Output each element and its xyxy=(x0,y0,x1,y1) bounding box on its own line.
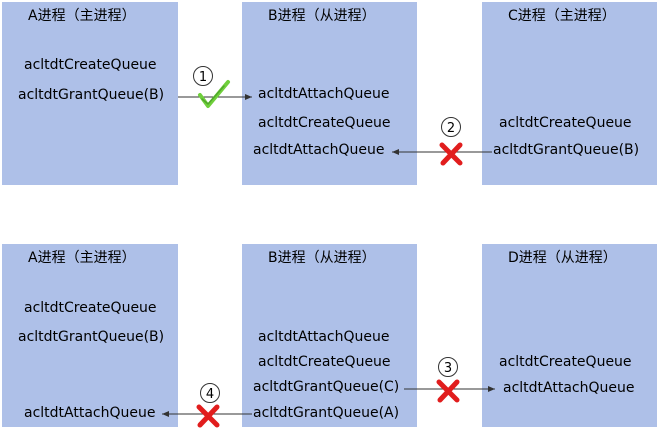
step-1-marker: 1 xyxy=(193,66,213,86)
process-b-title-2: B进程（从进程） xyxy=(268,250,376,266)
step-3-marker: 3 xyxy=(438,357,458,377)
process-b-box-1 xyxy=(242,2,417,185)
process-a-title-1: A进程（主进程） xyxy=(28,8,136,24)
process-a-box-2 xyxy=(2,244,178,427)
process-b-call-attach-2: acltdtAttachQueue xyxy=(253,142,385,158)
process-a-call-create-2: acltdtCreateQueue xyxy=(24,300,157,316)
process-b-title-1: B进程（从进程） xyxy=(268,8,376,24)
process-a-call-grant: acltdtGrantQueue(B) xyxy=(18,87,165,103)
process-d-box-2 xyxy=(482,244,657,427)
process-a-call-create: acltdtCreateQueue xyxy=(24,57,157,73)
process-b-call-grant-c: acltdtGrantQueue(C) xyxy=(253,379,400,395)
process-c-title-1: C进程（主进程） xyxy=(508,8,616,24)
step-4-marker: 4 xyxy=(200,383,220,403)
process-b-call-attach-3: acltdtAttachQueue xyxy=(258,329,390,345)
process-d-title-2: D进程（从进程） xyxy=(508,250,617,266)
process-c-call-grant: acltdtGrantQueue(B) xyxy=(493,142,640,158)
step-4-number: 4 xyxy=(206,387,214,402)
process-a-call-attach-2: acltdtAttachQueue xyxy=(24,405,156,421)
process-b-call-create-2: acltdtCreateQueue xyxy=(258,354,391,370)
process-a-call-grant-2: acltdtGrantQueue(B) xyxy=(18,329,165,345)
process-a-box-1 xyxy=(2,2,178,185)
process-b-call-create: acltdtCreateQueue xyxy=(258,115,391,131)
step-2-marker: 2 xyxy=(441,117,461,137)
step-2-number: 2 xyxy=(447,121,455,136)
cross-icon-step-3 xyxy=(436,379,460,403)
process-b-call-grant-a: acltdtGrantQueue(A) xyxy=(253,405,400,421)
step-3-number: 3 xyxy=(444,361,452,376)
process-a-title-2: A进程（主进程） xyxy=(28,250,136,266)
cross-icon-step-2 xyxy=(439,142,463,166)
step-1-number: 1 xyxy=(199,70,207,85)
process-d-call-attach: acltdtAttachQueue xyxy=(503,380,635,396)
process-b-box-2 xyxy=(242,244,417,427)
process-c-call-create: acltdtCreateQueue xyxy=(499,115,632,131)
process-b-call-attach: acltdtAttachQueue xyxy=(258,86,390,102)
cross-icon-step-4 xyxy=(196,404,220,428)
process-d-call-create: acltdtCreateQueue xyxy=(499,354,632,370)
process-c-box-1 xyxy=(482,2,657,185)
